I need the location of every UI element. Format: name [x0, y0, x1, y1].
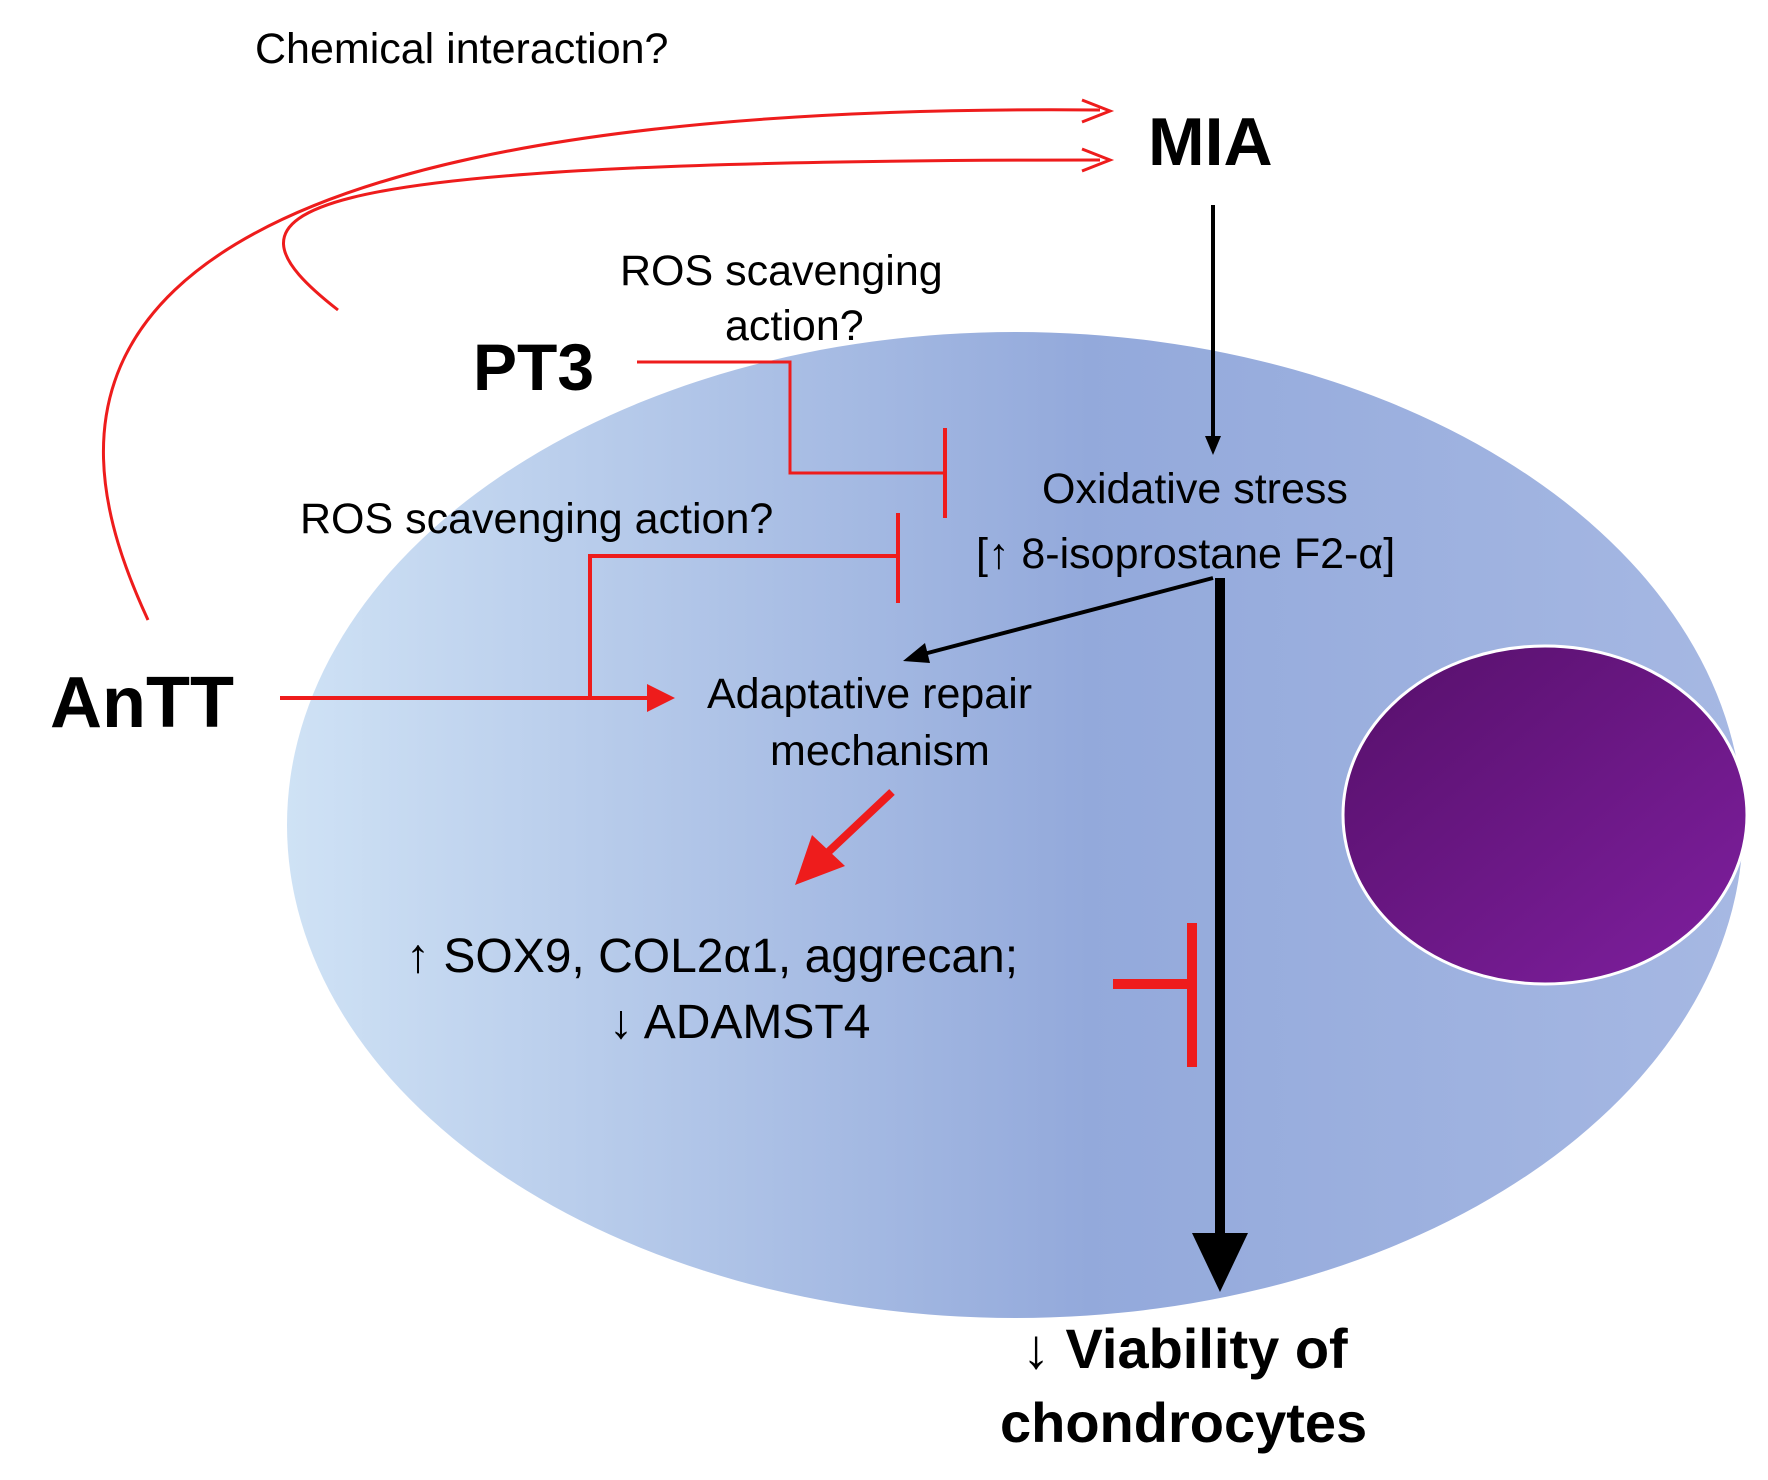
markers-line2: ↓ ADAMST4: [609, 996, 870, 1049]
markers-line1: ↑ SOX9, COL2α1, aggrecan;: [406, 930, 1018, 983]
antt-to-repair-arrowhead: [647, 684, 675, 712]
viability-line1: ↓ Viability of: [1022, 1317, 1348, 1380]
oxidative-to-repair-arrowhead: [903, 643, 930, 663]
adaptative-repair-line2: mechanism: [770, 727, 990, 775]
oxidative-to-viability-arrowhead: [1192, 1233, 1248, 1292]
chemical-interaction-arrowhead-outer: [1081, 98, 1115, 124]
chemical-interaction-label: Chemical interaction?: [255, 25, 668, 73]
ros-scavenging-pt3-line1: ROS scavenging: [620, 247, 943, 295]
repair-to-markers-arrowhead: [795, 835, 845, 885]
viability-line2: chondrocytes: [1000, 1391, 1367, 1454]
repair-to-markers-line: [820, 789, 895, 860]
mia-label: MIA: [1148, 104, 1273, 180]
pt3-inhibition-line: [637, 360, 945, 475]
chemical-interaction-curve-outer: [101, 108, 1101, 621]
chondrocyte-cell: [287, 332, 1743, 1318]
adaptative-repair-line1: Adaptative repair: [707, 670, 1032, 718]
chemical-interaction-curve-inner: [282, 158, 1101, 312]
antt-label: AnTT: [50, 663, 234, 743]
chemical-interaction-arrowhead-inner: [1081, 147, 1115, 173]
oxidative-to-repair-line: [919, 576, 1214, 657]
ros-scavenging-pt3-line2: action?: [725, 302, 864, 350]
ros-scavenging-antt-label: ROS scavenging action?: [300, 495, 773, 543]
antt-inhibition-line: [588, 554, 898, 696]
cell-nucleus: [1341, 644, 1749, 986]
pt3-label: PT3: [473, 330, 594, 404]
oxidative-stress-line2: [↑ 8-isoprostane F2-α]: [976, 530, 1395, 578]
oxidative-stress-line1: Oxidative stress: [1042, 465, 1348, 513]
mia-to-oxidative-arrowhead: [1205, 436, 1221, 455]
